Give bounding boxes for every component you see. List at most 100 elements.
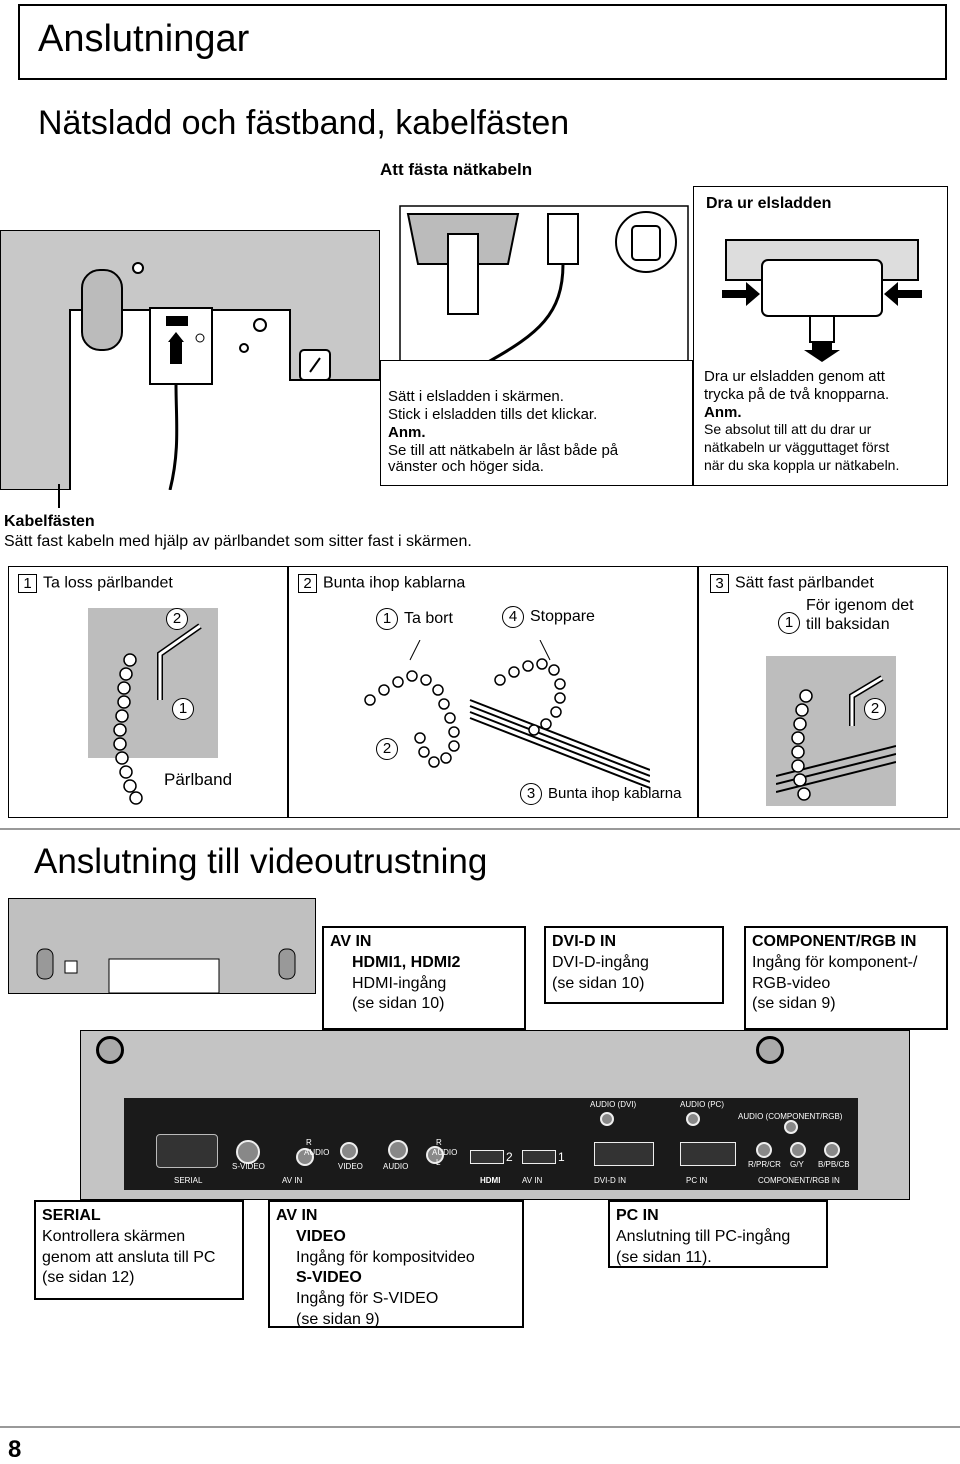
pc-port bbox=[680, 1142, 736, 1166]
attach-note-2: vänster och höger sida. bbox=[388, 458, 544, 475]
serial-line2: genom att ansluta till PC bbox=[42, 1248, 216, 1266]
lbl-r2: R bbox=[436, 1138, 442, 1147]
step3-c1: 1 bbox=[778, 612, 806, 634]
attach-note-1: Se till att nätkabeln är låst både på bbox=[388, 442, 619, 459]
display-back-illustration bbox=[0, 229, 381, 491]
lbl-video: VIDEO bbox=[338, 1162, 363, 1171]
lbl-l: L bbox=[436, 1158, 441, 1167]
av-in-video-title: AV IN bbox=[276, 1207, 318, 1224]
hdmi1-port bbox=[522, 1150, 556, 1164]
unplug-note-2: nätkabeln ur vägguttaget först bbox=[704, 439, 890, 455]
step3-illustration bbox=[775, 666, 897, 806]
lbl-audio-pc: AUDIO (PC) bbox=[680, 1100, 724, 1109]
av-audio-l-port bbox=[426, 1146, 444, 1164]
unplug-note-3: när du ska koppla ur nätkabeln. bbox=[704, 457, 900, 473]
av-in-hdmi-title: AV IN bbox=[330, 933, 372, 950]
component-line3: (se sidan 9) bbox=[752, 995, 836, 1013]
audio-port bbox=[388, 1140, 408, 1160]
audio-dvi-port bbox=[600, 1112, 614, 1126]
pc-in-box: PC IN Anslutning till PC-ingång (se sida… bbox=[608, 1200, 828, 1268]
bpb-port bbox=[824, 1142, 840, 1158]
attach-heading: Att fästa nätkabeln bbox=[380, 160, 533, 179]
attach-line2: Stick i elsladden tills det klickar. bbox=[388, 406, 598, 423]
panel-screw-right bbox=[756, 1036, 784, 1064]
pc-in-title: PC IN bbox=[616, 1207, 659, 1224]
av-in-video-box: AV IN VIDEO Ingång för kompositvideo S-V… bbox=[268, 1200, 524, 1328]
plug-insert-illustration bbox=[398, 204, 690, 366]
lbl-gy: G/Y bbox=[790, 1160, 804, 1169]
lbl-av-in-2: AV IN bbox=[522, 1176, 543, 1185]
av-in-hdmi-line1: HDMI-ingång bbox=[352, 974, 447, 992]
dvi-port bbox=[594, 1142, 654, 1166]
serial-line1: Kontrollera skärmen bbox=[42, 1227, 186, 1245]
lbl-audio-1: AUDIO bbox=[304, 1148, 330, 1157]
attach-text-box bbox=[380, 360, 693, 486]
lbl-svideo: S-VIDEO bbox=[232, 1162, 265, 1171]
lbl-audio-dvi: AUDIO (DVI) bbox=[590, 1100, 637, 1109]
lbl-hdmi2: 2 bbox=[506, 1150, 513, 1164]
step3-c1-label-1: För igenom det bbox=[806, 597, 914, 614]
audio-comp-port bbox=[784, 1120, 798, 1134]
unplug-heading: Dra ur elsladden bbox=[706, 195, 832, 212]
step1-c1: 1 bbox=[172, 698, 200, 720]
video-port bbox=[340, 1142, 358, 1160]
component-line1: Ingång för komponent-/ bbox=[752, 953, 918, 971]
clamp-heading: Kabelfästen bbox=[4, 513, 95, 530]
pc-in-line2: (se sidan 11). bbox=[616, 1248, 712, 1266]
unplug-illustration bbox=[706, 236, 938, 362]
video-desc: Ingång för kompositvideo bbox=[296, 1248, 475, 1266]
lbl-r: R bbox=[306, 1138, 312, 1147]
lbl-rpr: R/PR/CR bbox=[748, 1160, 781, 1169]
av-in-hdmi-box: AV IN HDMI1, HDMI2 HDMI-ingång (se sidan… bbox=[322, 926, 526, 1030]
lbl-comp-in: COMPONENT/RGB IN bbox=[758, 1176, 840, 1185]
lbl-bpb: B/PB/CB bbox=[818, 1160, 850, 1169]
dvi-line1: DVI-D-ingång bbox=[552, 953, 649, 971]
lbl-audio-3: AUDIO bbox=[432, 1148, 458, 1157]
lbl-dvi-in: DVI-D IN bbox=[594, 1176, 626, 1185]
serial-box: SERIAL Kontrollera skärmen genom att ans… bbox=[34, 1200, 244, 1300]
lbl-serial: SERIAL bbox=[174, 1176, 203, 1185]
video-label: VIDEO bbox=[296, 1227, 346, 1245]
serial-line3: (se sidan 12) bbox=[42, 1269, 135, 1287]
attach-line1: Sätt i elsladden i skärmen. bbox=[388, 388, 564, 405]
title-frame bbox=[18, 4, 947, 80]
step1-c2: 2 bbox=[166, 608, 194, 630]
display-back-thumbnail bbox=[8, 898, 316, 994]
gy-port bbox=[790, 1142, 806, 1158]
av-in-video-ref: (se sidan 9) bbox=[296, 1310, 380, 1328]
step-divider-2 bbox=[697, 566, 699, 818]
step1-panel bbox=[88, 608, 218, 758]
step2-num: 2 bbox=[298, 574, 317, 593]
lbl-hdmi1: 1 bbox=[558, 1150, 565, 1164]
step-divider-1 bbox=[287, 566, 289, 818]
video-section-title: Anslutning till videoutrustning bbox=[34, 842, 488, 881]
lbl-pc-in: PC IN bbox=[686, 1176, 708, 1185]
footer-rule bbox=[0, 1426, 960, 1428]
lbl-av-in: AV IN bbox=[282, 1176, 303, 1185]
unplug-note-1: Se absolut till att du drar ur bbox=[704, 421, 872, 437]
unplug-line1: Dra ur elsladden genom att bbox=[704, 368, 885, 385]
serial-port bbox=[156, 1134, 218, 1168]
lbl-audio-comp: AUDIO (COMPONENT/RGB) bbox=[738, 1112, 843, 1121]
pc-in-line1: Anslutning till PC-ingång bbox=[616, 1227, 791, 1245]
callout-line bbox=[58, 484, 60, 508]
page-number: 8 bbox=[8, 1436, 22, 1463]
attach-note-label: Anm. bbox=[388, 424, 426, 441]
lbl-audio-2: AUDIO bbox=[383, 1162, 409, 1171]
clamp-description: Sätt fast kabeln med hjälp av pärlbandet… bbox=[4, 533, 472, 550]
unplug-line2: trycka på de två knopparna. bbox=[704, 386, 890, 403]
rpr-port bbox=[756, 1142, 772, 1158]
svideo-label: S-VIDEO bbox=[296, 1269, 362, 1287]
step2-c2: 2 bbox=[376, 738, 404, 760]
serial-title: SERIAL bbox=[42, 1207, 101, 1224]
av-in-hdmi-line2: (se sidan 10) bbox=[352, 995, 445, 1013]
lbl-hdmi: HDMI bbox=[480, 1176, 501, 1185]
step1-num: 1 bbox=[18, 574, 37, 593]
svideo-port bbox=[236, 1140, 260, 1164]
dvi-line2: (se sidan 10) bbox=[552, 974, 645, 992]
